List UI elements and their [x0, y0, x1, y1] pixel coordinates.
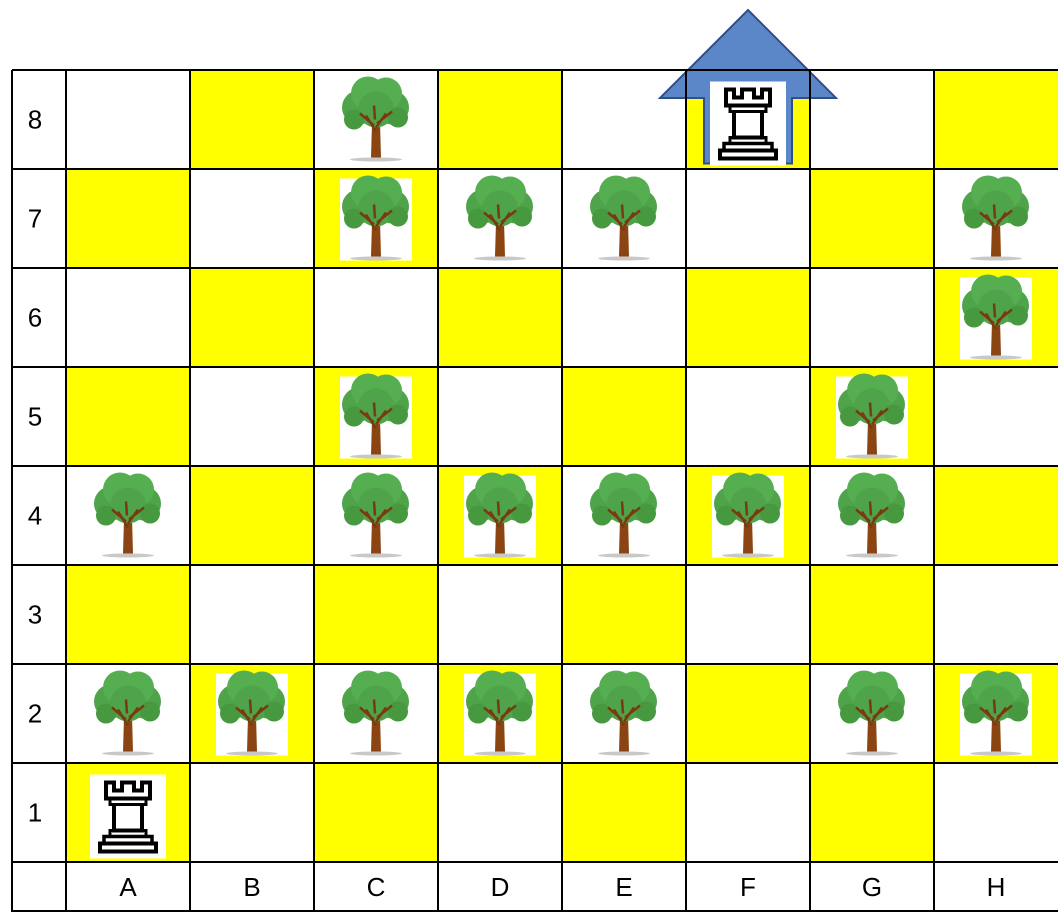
square-f7[interactable] [686, 169, 810, 268]
tree-icon [836, 671, 908, 756]
row-label-2: 2 [28, 699, 42, 729]
square-h8[interactable] [934, 70, 1058, 169]
tree-icon [464, 473, 536, 558]
square-b6[interactable] [190, 268, 314, 367]
rook-icon[interactable] [710, 82, 786, 166]
square-f2[interactable] [686, 664, 810, 763]
square-g6[interactable] [810, 268, 934, 367]
square-e1[interactable] [562, 763, 686, 862]
tree-icon [960, 275, 1032, 360]
tree-icon [588, 473, 660, 558]
row-label-4: 4 [28, 501, 42, 531]
square-h5[interactable] [934, 367, 1058, 466]
square-d1[interactable] [438, 763, 562, 862]
tree-icon [340, 77, 412, 162]
square-a8[interactable] [66, 70, 190, 169]
row-label-6: 6 [28, 303, 42, 333]
square-g1[interactable] [810, 763, 934, 862]
square-g7[interactable] [810, 169, 934, 268]
tree-icon [588, 176, 660, 261]
tree-icon [340, 671, 412, 756]
square-b4[interactable] [190, 466, 314, 565]
row-label-5: 5 [28, 402, 42, 432]
column-label-b: B [243, 872, 260, 902]
square-a6[interactable] [66, 268, 190, 367]
square-a3[interactable] [66, 565, 190, 664]
column-label-d: D [491, 872, 510, 902]
square-d8[interactable] [438, 70, 562, 169]
tree-icon [836, 473, 908, 558]
tree-icon [464, 671, 536, 756]
column-label-c: C [367, 872, 386, 902]
square-a5[interactable] [66, 367, 190, 466]
tree-icon [836, 374, 908, 459]
square-g8[interactable] [810, 70, 934, 169]
row-label-3: 3 [28, 600, 42, 630]
tree-icon [960, 176, 1032, 261]
square-e6[interactable] [562, 268, 686, 367]
tree-icon [340, 374, 412, 459]
tree-icon [712, 473, 784, 558]
row-label-1: 1 [28, 798, 42, 828]
square-d5[interactable] [438, 367, 562, 466]
tree-icon [340, 473, 412, 558]
square-f3[interactable] [686, 565, 810, 664]
square-e5[interactable] [562, 367, 686, 466]
square-f5[interactable] [686, 367, 810, 466]
tree-icon [960, 671, 1032, 756]
square-h4[interactable] [934, 466, 1058, 565]
square-h1[interactable] [934, 763, 1058, 862]
tree-icon [92, 671, 164, 756]
square-c1[interactable] [314, 763, 438, 862]
column-label-e: E [615, 872, 632, 902]
square-g3[interactable] [810, 565, 934, 664]
square-f6[interactable] [686, 268, 810, 367]
square-f1[interactable] [686, 763, 810, 862]
row-label-7: 7 [28, 204, 42, 234]
tree-icon [464, 176, 536, 261]
column-label-g: G [862, 872, 882, 902]
square-c3[interactable] [314, 565, 438, 664]
row-label-8: 8 [28, 105, 42, 135]
column-label-f: F [740, 872, 756, 902]
tree-icon [340, 176, 412, 261]
square-h3[interactable] [934, 565, 1058, 664]
square-b5[interactable] [190, 367, 314, 466]
tree-icon [92, 473, 164, 558]
square-e3[interactable] [562, 565, 686, 664]
square-d6[interactable] [438, 268, 562, 367]
square-b7[interactable] [190, 169, 314, 268]
square-a7[interactable] [66, 169, 190, 268]
tree-icon [216, 671, 288, 756]
rook-icon[interactable] [90, 775, 166, 859]
square-c6[interactable] [314, 268, 438, 367]
column-label-a: A [119, 872, 137, 902]
square-b8[interactable] [190, 70, 314, 169]
square-b1[interactable] [190, 763, 314, 862]
square-d3[interactable] [438, 565, 562, 664]
tree-icon [588, 671, 660, 756]
square-b3[interactable] [190, 565, 314, 664]
column-label-h: H [987, 872, 1006, 902]
square-e8[interactable] [562, 70, 686, 169]
